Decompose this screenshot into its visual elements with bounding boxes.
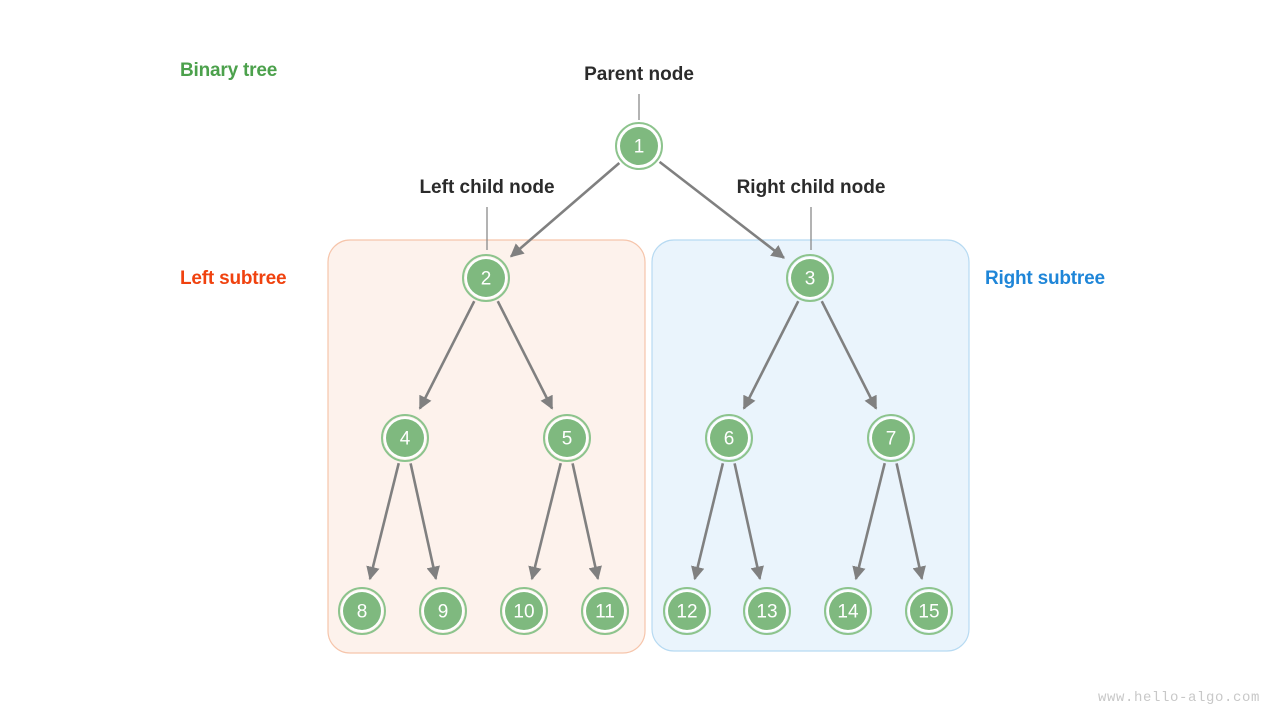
tree-node-8[interactable]: 8 xyxy=(338,587,386,635)
tree-edge-n4-to-n8 xyxy=(366,462,400,581)
tree-node-10[interactable]: 10 xyxy=(500,587,548,635)
tree-edge-n3-to-n6 xyxy=(742,300,800,410)
node-value: 8 xyxy=(357,602,368,623)
tree-node-14[interactable]: 14 xyxy=(824,587,872,635)
tree-edge-n2-to-n5 xyxy=(496,300,554,410)
node-circle xyxy=(386,419,424,457)
left-child-node-callout: Left child node xyxy=(419,177,554,198)
node-circle xyxy=(424,592,462,630)
node-ring xyxy=(824,587,872,635)
tree-edge-n1-to-n2 xyxy=(509,161,621,258)
node-ring xyxy=(381,414,429,462)
node-circle xyxy=(343,592,381,630)
node-circle xyxy=(791,259,829,297)
node-circle xyxy=(872,419,910,457)
tree-edge-n3-to-n7 xyxy=(820,300,878,410)
left-subtree-label: Left subtree xyxy=(180,268,287,289)
tree-node-13[interactable]: 13 xyxy=(743,587,791,635)
tree-edge-n7-to-n15 xyxy=(895,463,926,581)
node-value: 6 xyxy=(724,429,735,450)
tree-edge-n6-to-n13 xyxy=(733,463,764,581)
node-value: 13 xyxy=(756,602,777,623)
tree-edge-n7-to-n14 xyxy=(852,462,886,581)
node-circle xyxy=(710,419,748,457)
node-value: 1 xyxy=(634,137,645,158)
diagram-title: Binary tree xyxy=(180,60,278,81)
tree-node-2[interactable]: 2 xyxy=(462,254,510,302)
tree-edge-n2-to-n4 xyxy=(418,300,476,410)
tree-node-12[interactable]: 12 xyxy=(663,587,711,635)
node-ring xyxy=(786,254,834,302)
node-value: 14 xyxy=(837,602,859,623)
node-ring xyxy=(500,587,548,635)
parent-node-callout: Parent node xyxy=(584,64,694,85)
site-watermark: www.hello-algo.com xyxy=(1097,690,1260,706)
node-circle xyxy=(586,592,624,630)
node-ring xyxy=(419,587,467,635)
tree-edges xyxy=(366,160,926,581)
node-value: 3 xyxy=(805,269,816,290)
node-circle xyxy=(548,419,586,457)
node-circle xyxy=(829,592,867,630)
node-circle xyxy=(505,592,543,630)
node-ring xyxy=(543,414,591,462)
node-ring xyxy=(581,587,629,635)
node-value: 2 xyxy=(481,269,492,290)
tree-node-9[interactable]: 9 xyxy=(419,587,467,635)
tree-node-3[interactable]: 3 xyxy=(786,254,834,302)
node-value: 4 xyxy=(400,429,411,450)
subtree-panels xyxy=(327,239,970,654)
tree-node-5[interactable]: 5 xyxy=(543,414,591,462)
node-circle xyxy=(620,127,658,165)
right-child-node-callout: Right child node xyxy=(737,177,886,198)
tree-node-11[interactable]: 11 xyxy=(581,587,629,635)
node-ring xyxy=(743,587,791,635)
tree-edge-n6-to-n12 xyxy=(691,462,725,581)
node-value: 9 xyxy=(438,602,449,623)
node-value: 7 xyxy=(886,429,897,450)
node-ring xyxy=(338,587,386,635)
node-circle xyxy=(910,592,948,630)
tree-edge-n1-to-n3 xyxy=(658,160,785,259)
node-circle xyxy=(748,592,786,630)
tree-node-4[interactable]: 4 xyxy=(381,414,429,462)
node-value: 10 xyxy=(513,602,534,623)
tree-node-6[interactable]: 6 xyxy=(705,414,753,462)
node-circle xyxy=(668,592,706,630)
node-circle xyxy=(467,259,505,297)
tree-edge-n5-to-n11 xyxy=(571,463,602,581)
node-value: 15 xyxy=(918,602,939,623)
node-ring xyxy=(663,587,711,635)
node-ring xyxy=(615,122,663,170)
right-subtree-label: Right subtree xyxy=(985,268,1105,289)
node-value: 5 xyxy=(562,429,573,450)
tree-edge-n5-to-n10 xyxy=(528,462,562,581)
tree-node-7[interactable]: 7 xyxy=(867,414,915,462)
node-ring xyxy=(462,254,510,302)
tree-node-1[interactable]: 1 xyxy=(615,122,663,170)
node-ring xyxy=(867,414,915,462)
node-ring xyxy=(705,414,753,462)
node-value: 11 xyxy=(595,602,615,623)
node-value: 12 xyxy=(676,602,697,623)
node-ring xyxy=(905,587,953,635)
tree-edge-n4-to-n9 xyxy=(409,463,440,581)
tree-node-15[interactable]: 15 xyxy=(905,587,953,635)
